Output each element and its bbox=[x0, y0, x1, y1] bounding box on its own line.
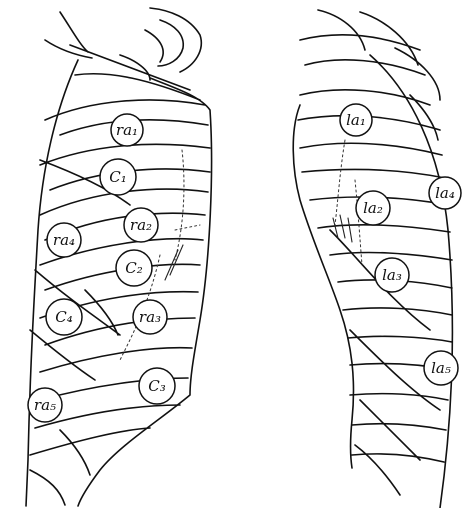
left-lung-outline bbox=[293, 10, 452, 508]
marker-la5: la₅ bbox=[424, 351, 458, 385]
marker-c1: C₁ bbox=[100, 159, 136, 195]
marker-ra4: ra₄ bbox=[47, 223, 81, 257]
svg-text:la₂: la₂ bbox=[363, 199, 383, 217]
marker-ra3: ra₃ bbox=[133, 300, 167, 334]
right-lung-outline bbox=[26, 8, 212, 506]
svg-text:C₃: C₃ bbox=[148, 377, 166, 395]
marker-c2: C₂ bbox=[116, 250, 152, 286]
marker-ra2: ra₂ bbox=[124, 208, 158, 242]
svg-text:ra₃: ra₃ bbox=[139, 308, 161, 326]
svg-text:la₅: la₅ bbox=[431, 359, 451, 377]
svg-text:la₁: la₁ bbox=[346, 111, 366, 129]
svg-text:ra₂: ra₂ bbox=[130, 216, 152, 234]
marker-la2: la₂ bbox=[356, 191, 390, 225]
svg-text:la₃: la₃ bbox=[382, 266, 402, 284]
svg-text:ra₁: ra₁ bbox=[116, 121, 138, 139]
marker-la4: la₄ bbox=[429, 177, 461, 209]
marker-la1: la₁ bbox=[340, 104, 372, 136]
svg-text:C₄: C₄ bbox=[55, 308, 73, 326]
marker-c3: C₃ bbox=[139, 368, 175, 404]
svg-text:C₁: C₁ bbox=[109, 168, 127, 186]
svg-text:ra₄: ra₄ bbox=[53, 231, 75, 249]
marker-ra5: ra₅ bbox=[28, 388, 62, 422]
marker-la3: la₃ bbox=[375, 258, 409, 292]
left-lung-rib-lines bbox=[298, 35, 452, 495]
svg-text:la₄: la₄ bbox=[435, 184, 455, 202]
marker-ra1: ra₁ bbox=[111, 114, 143, 146]
svg-text:ra₅: ra₅ bbox=[34, 396, 56, 414]
marker-c4: C₄ bbox=[46, 299, 82, 335]
svg-text:C₂: C₂ bbox=[125, 259, 143, 277]
